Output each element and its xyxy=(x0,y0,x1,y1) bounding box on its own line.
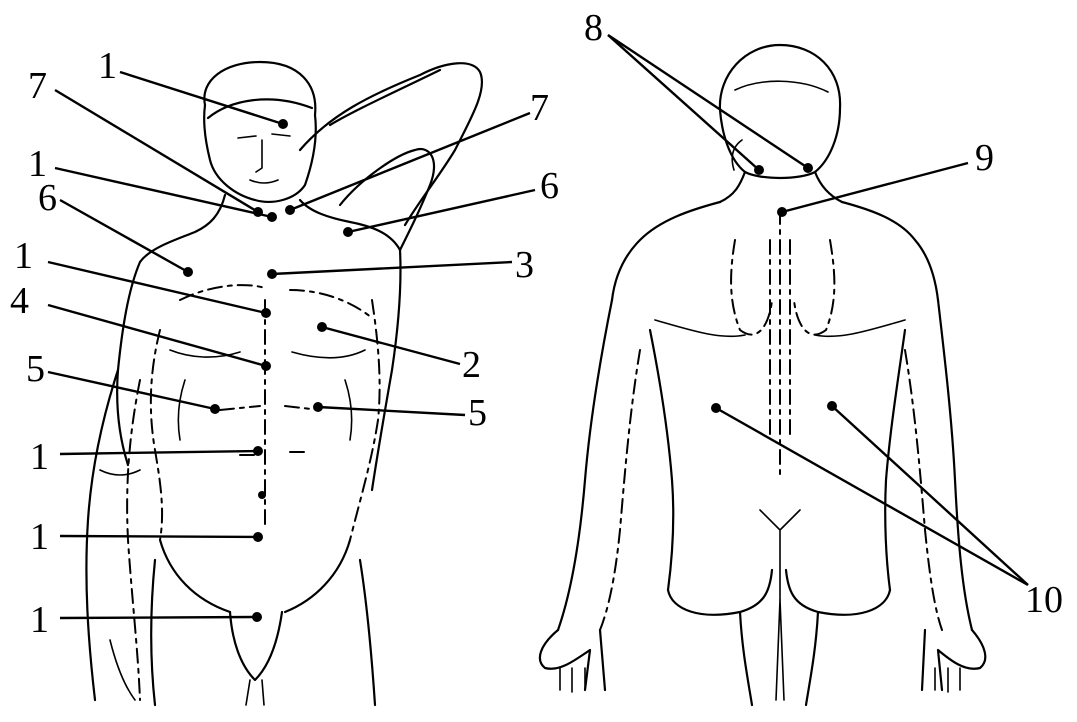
point-1-abdomen-lower xyxy=(253,532,263,542)
point-1-neck xyxy=(267,212,277,222)
leader-1-neck xyxy=(55,168,272,217)
label-1-abdomen-upper: 1 xyxy=(30,436,49,478)
leader-10-b xyxy=(832,406,1028,585)
back-body-figure xyxy=(540,45,985,705)
leader-5-right xyxy=(318,407,465,415)
leader-1-abdomen-lower xyxy=(60,536,258,537)
leader-5-left xyxy=(48,372,215,409)
point-6-right xyxy=(343,227,353,237)
label-5-right: 5 xyxy=(468,392,487,434)
label-5-left: 5 xyxy=(26,348,45,390)
point-4 xyxy=(261,361,271,371)
label-6-left: 6 xyxy=(38,177,57,219)
leader-10-a xyxy=(716,408,1028,585)
point-5-right xyxy=(313,402,323,412)
label-7-right: 7 xyxy=(530,87,549,129)
leader-4 xyxy=(48,305,266,366)
point-8-left xyxy=(754,165,764,175)
label-9: 9 xyxy=(975,137,994,179)
point-2 xyxy=(317,322,327,332)
label-6-right: 6 xyxy=(540,165,559,207)
leader-7-left xyxy=(55,90,258,212)
point-3 xyxy=(267,269,277,279)
leader-6-right xyxy=(348,190,535,232)
point-9 xyxy=(777,207,787,217)
label-1-sternum: 1 xyxy=(14,235,33,277)
point-6-left xyxy=(183,267,193,277)
point-7-right xyxy=(285,205,295,215)
point-1-abdomen-upper xyxy=(253,446,263,456)
point-1-pubis xyxy=(252,612,262,622)
leader-1-abdomen-upper xyxy=(60,451,258,454)
label-10: 10 xyxy=(1025,579,1063,621)
label-3: 3 xyxy=(515,244,534,286)
leader-1-pubis xyxy=(60,617,257,618)
leader-8-b xyxy=(608,35,808,168)
label-7-left: 7 xyxy=(28,65,47,107)
callout-labels: 1 7 7 1 6 6 1 3 4 2 5 5 1 1 1 8 9 10 xyxy=(10,7,1063,641)
label-1-head: 1 xyxy=(98,45,117,87)
label-1-pubis: 1 xyxy=(30,599,49,641)
point-8-right xyxy=(803,163,813,173)
leader-1-sternum xyxy=(48,262,266,313)
label-2: 2 xyxy=(462,344,481,386)
leader-3 xyxy=(272,262,512,274)
leader-2 xyxy=(322,327,460,364)
front-body-figure xyxy=(86,62,482,705)
leader-1-head xyxy=(120,72,283,124)
leader-6-left xyxy=(60,200,188,272)
point-1-sternum xyxy=(261,308,271,318)
label-1-abdomen-lower: 1 xyxy=(30,516,49,558)
leader-7-right xyxy=(290,113,530,210)
point-10-left xyxy=(711,403,721,413)
point-5-left xyxy=(210,404,220,414)
point-1-head xyxy=(278,119,288,129)
label-8: 8 xyxy=(584,7,603,49)
point-10-right xyxy=(827,401,837,411)
leader-8-a xyxy=(608,35,759,170)
label-4: 4 xyxy=(10,280,29,322)
